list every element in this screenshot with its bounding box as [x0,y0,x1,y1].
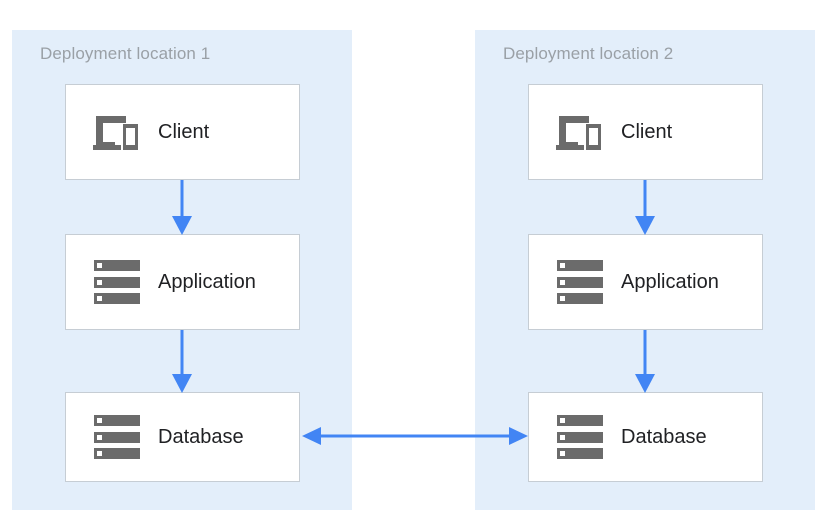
arrow-application-to-database-zone-2 [633,330,657,394]
server-bar [557,276,603,288]
node-database-zone-2[interactable]: Database [528,392,763,482]
devices-icon [551,112,609,152]
server-stack-icon [88,415,146,459]
server-bar [557,431,603,443]
server-bar [557,260,603,271]
server-bar [557,293,603,304]
server-bar [94,276,140,288]
devices-icon [88,112,146,152]
node-label: Client [158,120,210,143]
arrow-client-to-application-zone-2 [633,180,657,236]
node-label: Database [621,425,707,448]
server-bar [94,431,140,443]
server-bar [557,415,603,426]
server-bar [94,415,140,426]
node-client-zone-2[interactable]: Client [528,84,763,180]
server-stack-icon [88,260,146,304]
zone-2-label: Deployment location 2 [503,44,674,63]
zone-1-label: Deployment location 1 [40,44,211,63]
arrow-client-to-application-zone-1 [170,180,194,236]
arrow-application-to-database-zone-1 [170,330,194,394]
server-bar [94,293,140,304]
node-label: Application [621,270,719,293]
server-bar [94,260,140,271]
node-application-zone-1[interactable]: Application [65,234,300,330]
node-client-zone-1[interactable]: Client [65,84,300,180]
server-bar [94,448,140,459]
node-application-zone-2[interactable]: Application [528,234,763,330]
server-stack-icon [551,260,609,304]
arrow-database-replication [301,425,529,447]
deployment-zone-2: Deployment location 2 Client [475,30,815,510]
node-label: Client [621,120,673,143]
node-label: Database [158,425,244,448]
server-stack-icon [551,415,609,459]
node-database-zone-1[interactable]: Database [65,392,300,482]
deployment-zone-1: Deployment location 1 Client [12,30,352,510]
server-bar [557,448,603,459]
node-label: Application [158,270,256,293]
